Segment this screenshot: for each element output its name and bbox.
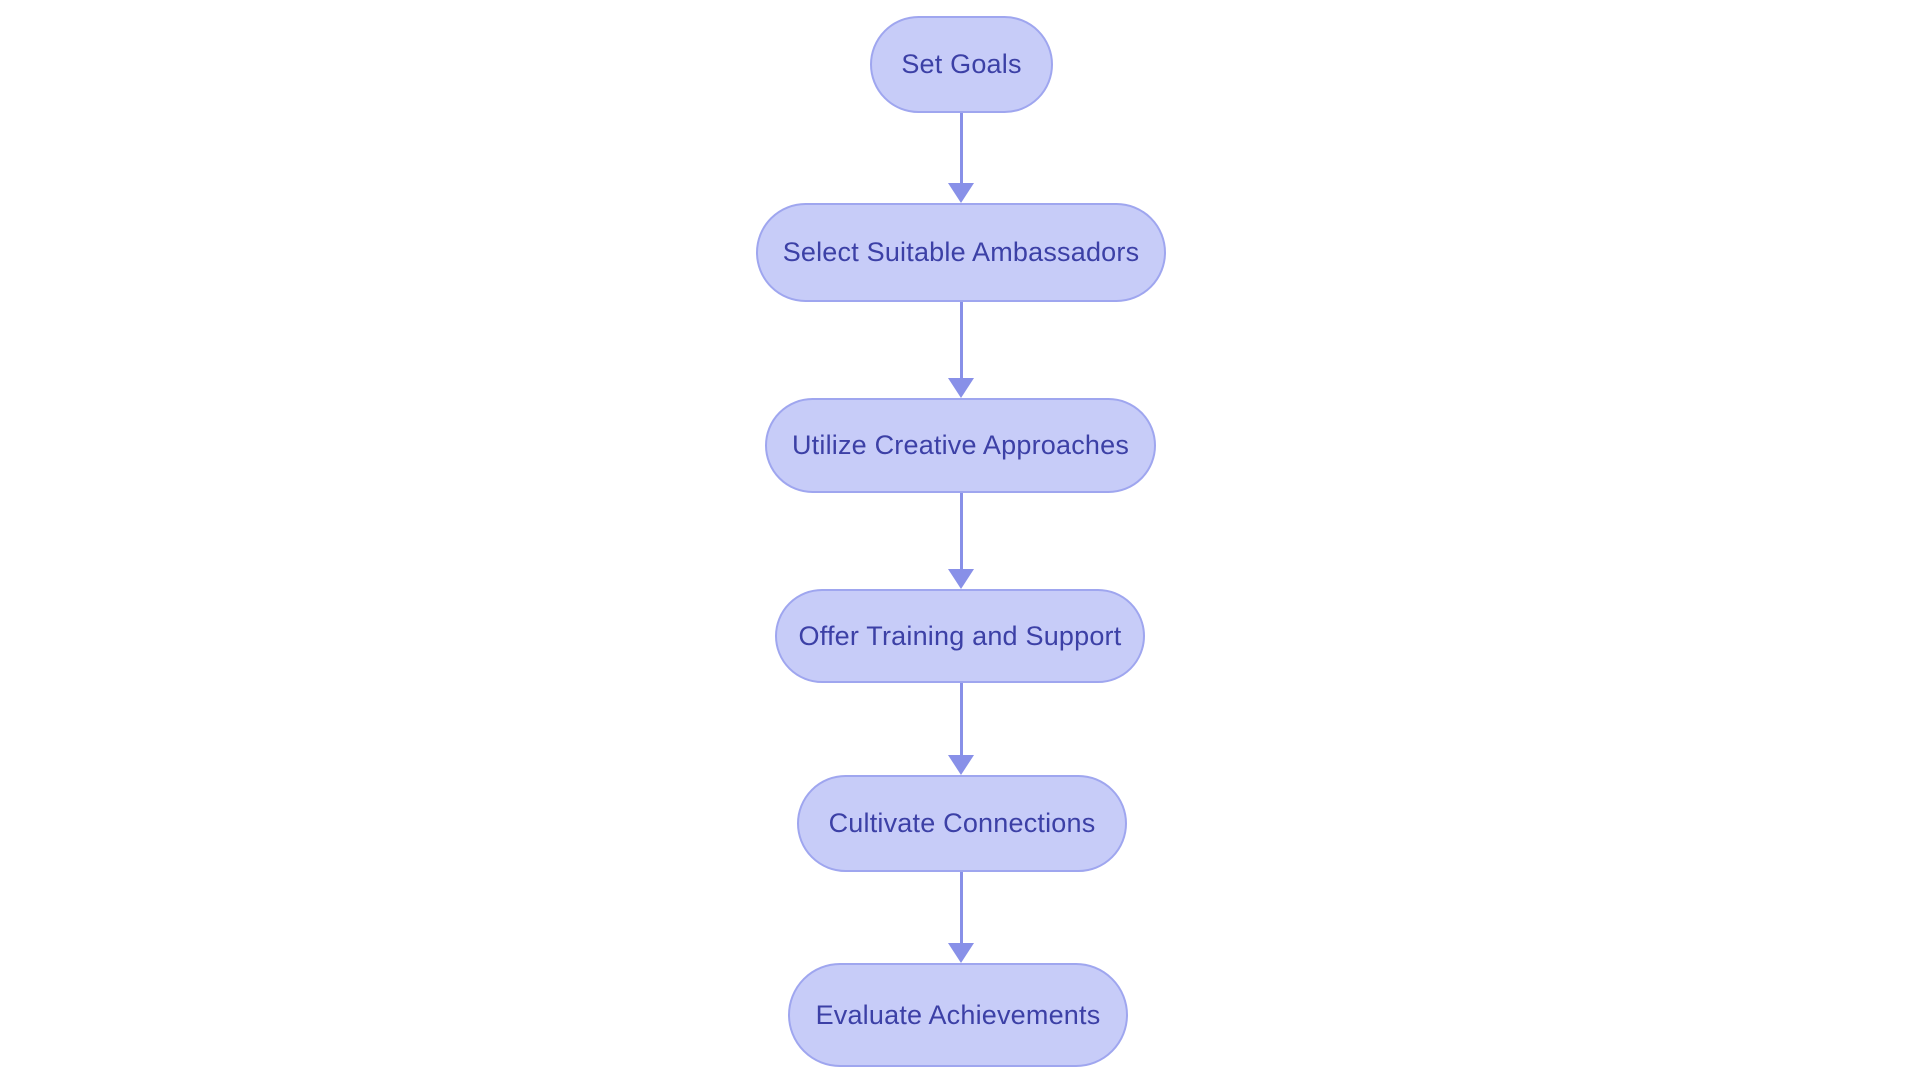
connector-arrow-4 xyxy=(948,683,974,775)
connector-arrow-2 xyxy=(948,302,974,398)
flow-node-label: Offer Training and Support xyxy=(798,620,1122,651)
flow-node-label: Cultivate Connections xyxy=(828,808,1096,838)
flow-node-label: Utilize Creative Approaches xyxy=(791,430,1130,460)
flow-node-utilize-creative-approaches: Utilize Creative Approaches xyxy=(765,398,1156,493)
arrowhead-down-icon xyxy=(948,755,974,775)
arrowhead-down-icon xyxy=(948,378,974,398)
flow-node-offer-training-and-support: Offer Training and Support xyxy=(775,589,1145,683)
arrowhead-down-icon xyxy=(948,183,974,203)
connector-arrow-3 xyxy=(948,493,974,589)
flow-node-label: Select Suitable Ambassadors xyxy=(782,237,1140,267)
flow-node-set-goals: Set Goals xyxy=(870,16,1053,113)
connector-arrow-1 xyxy=(948,113,974,203)
arrow-line xyxy=(959,683,963,755)
flow-node-label: Evaluate Achievements xyxy=(815,999,1101,1030)
arrowhead-down-icon xyxy=(948,569,974,589)
arrowhead-down-icon xyxy=(948,943,974,963)
arrow-line xyxy=(959,113,963,183)
arrow-line xyxy=(959,493,963,569)
arrow-line xyxy=(959,872,963,943)
flow-node-select-suitable-ambassadors: Select Suitable Ambassadors xyxy=(756,203,1166,302)
flow-node-evaluate-achievements: Evaluate Achievements xyxy=(788,963,1128,1067)
connector-arrow-5 xyxy=(948,872,974,963)
flow-node-cultivate-connections: Cultivate Connections xyxy=(797,775,1127,872)
arrow-line xyxy=(959,302,963,378)
flow-node-label: Set Goals xyxy=(901,49,1022,79)
